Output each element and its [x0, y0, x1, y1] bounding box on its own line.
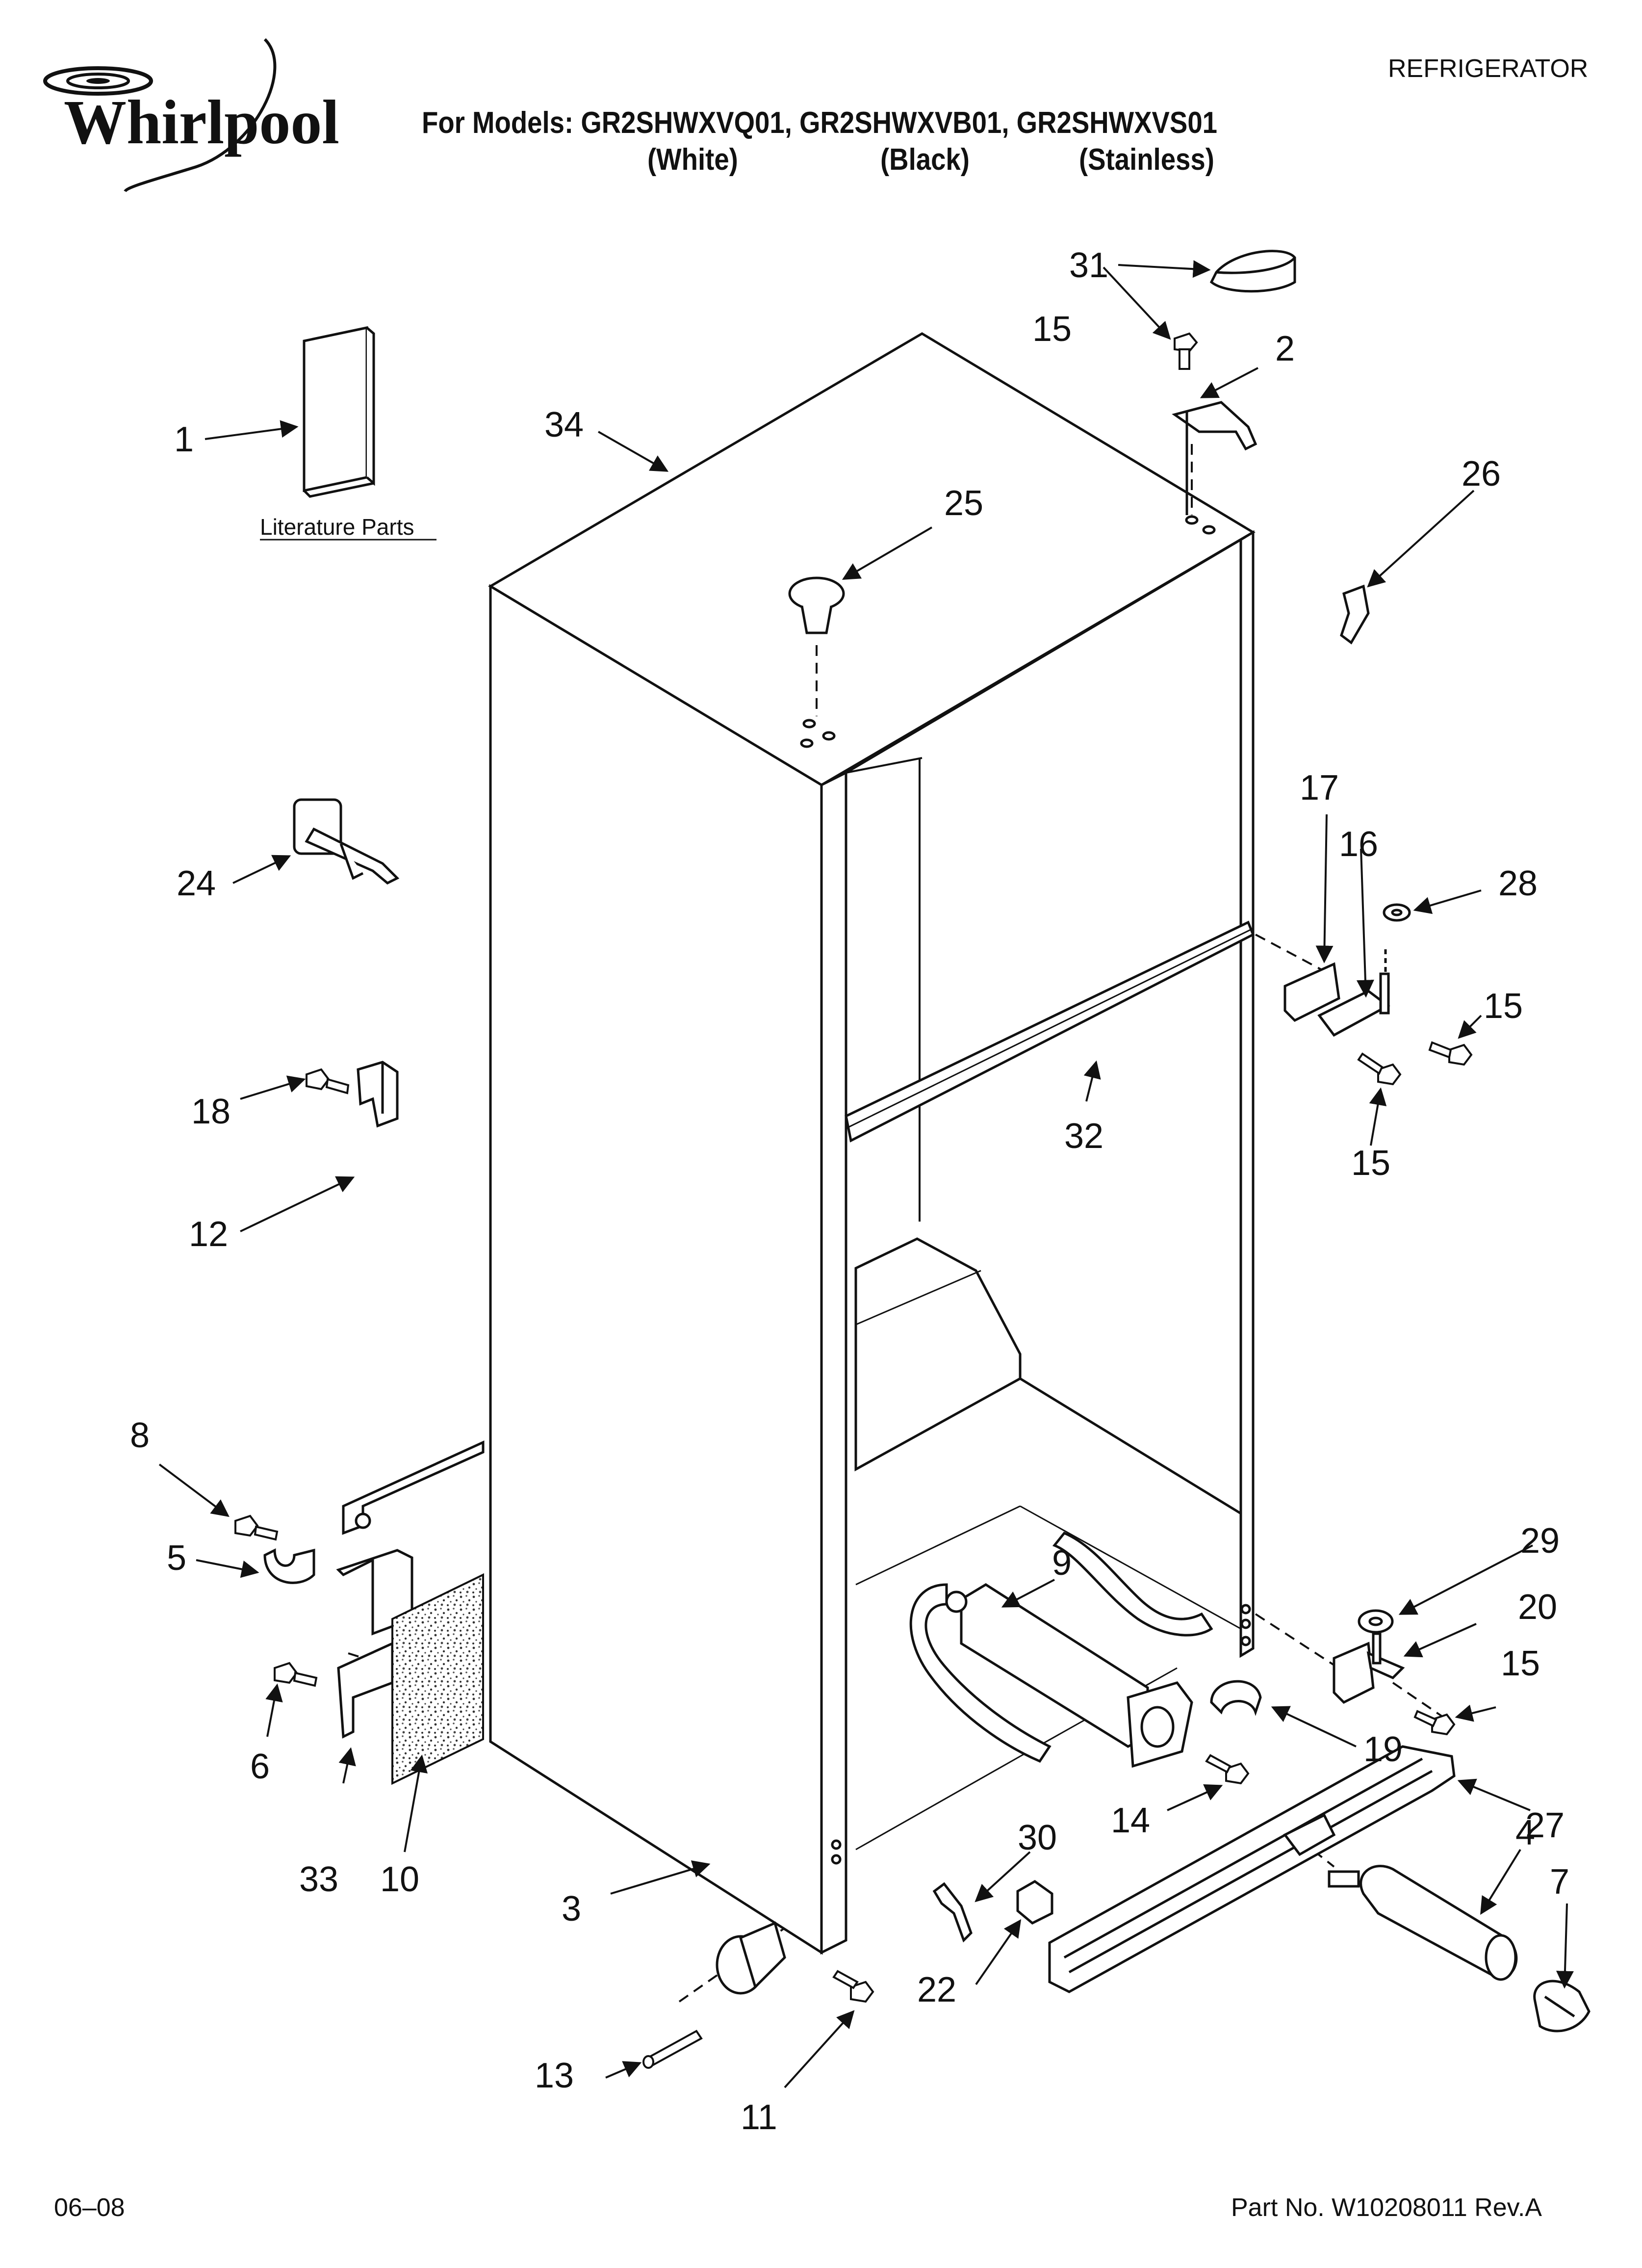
callout-arrows: [158, 260, 1574, 2088]
filter-cartridge-4: [1328, 1865, 1518, 1981]
callout-32: 32: [1064, 1117, 1103, 1156]
screw-15-hinge-b: [1357, 1052, 1402, 1086]
footer-date: 06–08: [54, 2193, 125, 2222]
callout-24: 24: [177, 864, 216, 903]
literature-booklet: [260, 326, 436, 541]
clip-30: [932, 1882, 973, 1943]
callout-33: 33: [299, 1860, 338, 1899]
grommet-29: [1358, 1609, 1394, 1634]
callout-7: 7: [1550, 1862, 1569, 1902]
screw-15-top: [1174, 332, 1198, 370]
callout-11: 11: [741, 2098, 777, 2137]
variant-stainless: (Stainless): [1079, 143, 1214, 177]
callout-5: 5: [167, 1538, 186, 1578]
hinge-pin-16: [1317, 949, 1390, 1037]
callout-8: 8: [130, 1416, 150, 1455]
whirlpool-logo: Whirlpool: [43, 38, 339, 193]
category-label: REFRIGERATOR: [1388, 54, 1589, 83]
callout-22: 22: [917, 1970, 956, 2009]
screw-11: [832, 1970, 874, 2003]
clip-26: [1340, 584, 1370, 645]
plug-25: [788, 576, 845, 634]
callout-13: 13: [535, 2056, 574, 2095]
callout-18: 18: [191, 1092, 231, 1131]
top-hinge-2: [1172, 401, 1257, 515]
callout-29: 29: [1520, 1521, 1560, 1561]
callout-14: 14: [1111, 1801, 1150, 1840]
callout-2: 2: [1275, 329, 1295, 368]
screw-14: [1205, 1754, 1250, 1785]
callout-9: 9: [1052, 1543, 1072, 1583]
callout-15-top: 15: [1032, 310, 1072, 349]
center-hinge-17: [1283, 962, 1340, 1022]
callout-20: 20: [1518, 1588, 1557, 1627]
screw-8: [234, 1514, 279, 1541]
variant-black: (Black): [880, 143, 970, 177]
callout-17: 17: [1300, 768, 1339, 808]
footer-part-number: Part No. W10208011 Rev.A: [1231, 2193, 1542, 2222]
washer-28: [1383, 903, 1411, 922]
callout-3: 3: [562, 1889, 581, 1929]
callout-10: 10: [380, 1860, 419, 1899]
callout-31: 31: [1069, 246, 1108, 285]
callout-15-hinge-right: 15: [1484, 987, 1523, 1026]
brand-name: Whirlpool: [64, 87, 339, 157]
callout-6: 6: [250, 1747, 270, 1786]
callout-4: 4: [1515, 1813, 1535, 1852]
literature-parts-label: Literature Parts: [260, 514, 414, 540]
callout-26: 26: [1462, 454, 1501, 494]
pin-13: [642, 2030, 703, 2069]
leveling-bolt-24: [293, 798, 400, 885]
base-grille-27: [1048, 1745, 1456, 1993]
screw-6: [274, 1662, 318, 1687]
refrigerator-cabinet: [488, 332, 1256, 1955]
callout-16: 16: [1339, 825, 1378, 864]
callout-34: 34: [544, 405, 584, 444]
hinge-cover-31: [1209, 250, 1296, 293]
callout-12: 12: [189, 1215, 228, 1254]
callout-1: 1: [174, 420, 194, 459]
insulation-pad-10: [391, 1573, 484, 1785]
callout-27: 27: [1525, 1806, 1565, 1845]
screw-15-bottom: [1413, 1710, 1456, 1736]
clamp-5: [263, 1548, 315, 1584]
callout-15-bottom: 15: [1501, 1644, 1540, 1683]
filter-knob-7: [1533, 1980, 1591, 2033]
callout-25: 25: [944, 484, 983, 523]
clamp-19: [1210, 1680, 1262, 1716]
screw-15-hinge-a: [1428, 1041, 1473, 1066]
callout-30: 30: [1018, 1818, 1057, 1857]
variant-white: (White): [647, 143, 738, 177]
callout-15-hinge-lower: 15: [1351, 1144, 1390, 1183]
block-22: [1016, 1880, 1053, 1925]
callout-19: 19: [1363, 1730, 1403, 1769]
door-stop-12: [357, 1061, 399, 1128]
models-line: For Models: GR2SHWXVQ01, GR2SHWXVB01, GR…: [422, 106, 1218, 140]
bottom-hinge-20: [1333, 1632, 1405, 1704]
filter-housing-9: [909, 1531, 1213, 1768]
callout-labels: 1 2 3 4 5 6 7 8 9 10 11 12 13 14 15 15 1…: [130, 246, 1569, 2137]
roller-3: [716, 1921, 786, 1995]
callout-28: 28: [1498, 864, 1538, 903]
screw-18: [306, 1068, 350, 1095]
